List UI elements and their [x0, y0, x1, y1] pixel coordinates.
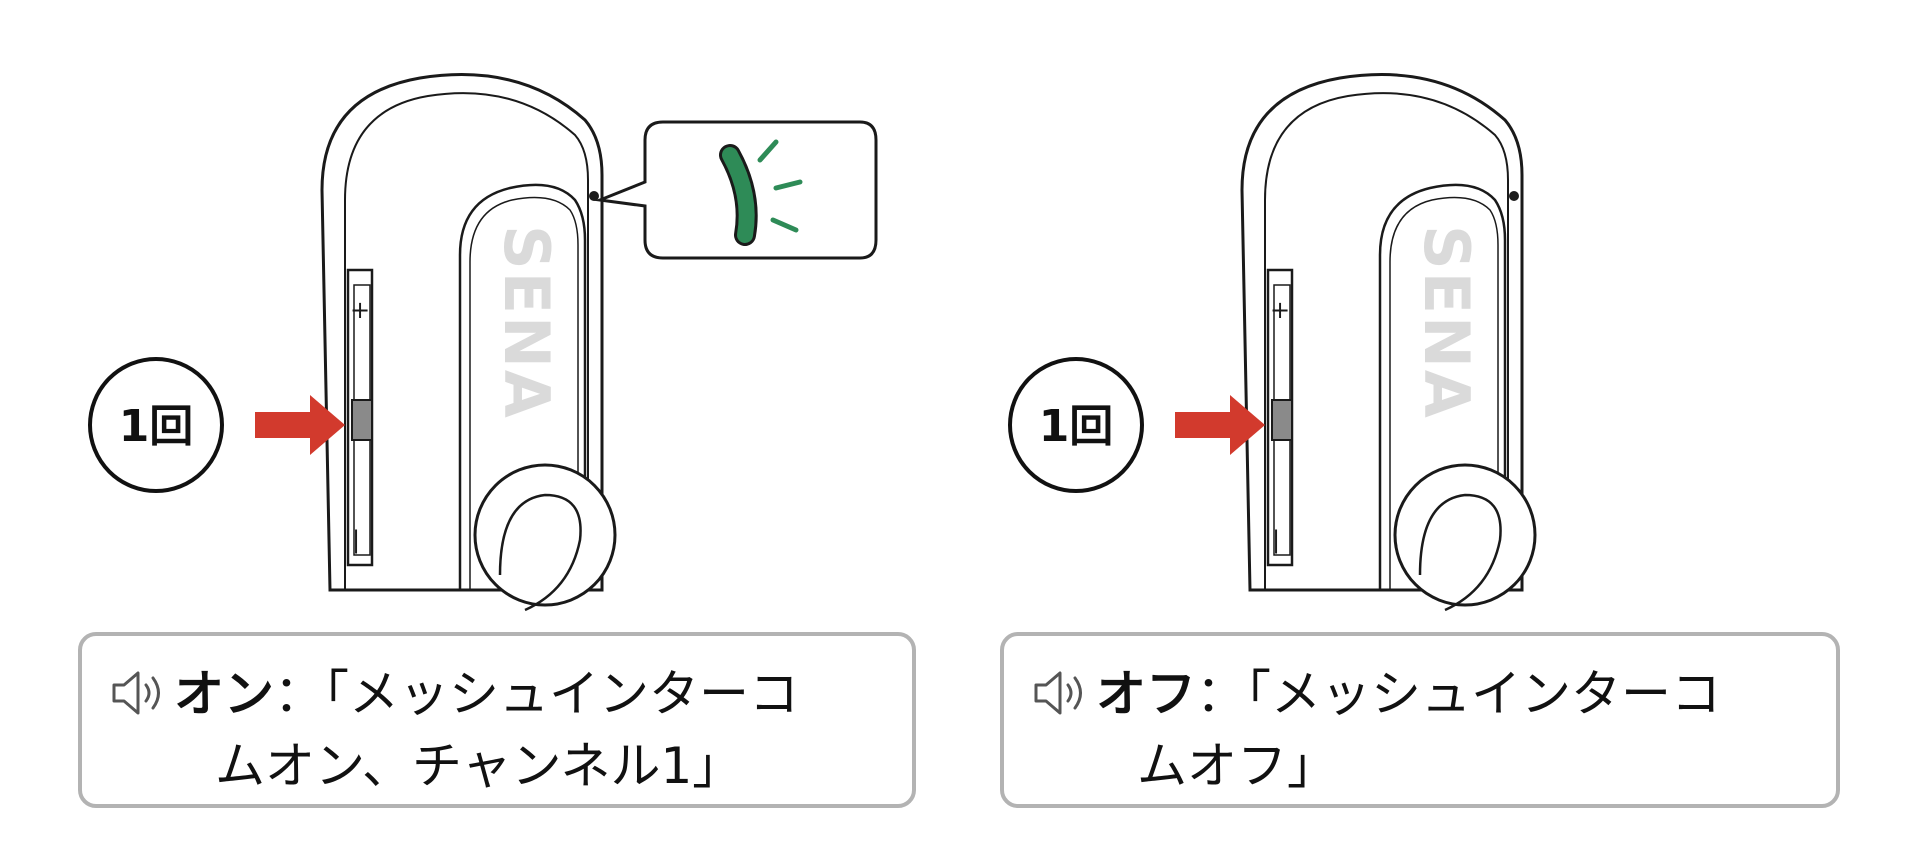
led-light-icon: [722, 147, 755, 243]
press-count-label: 1回: [1039, 401, 1114, 452]
announcement-state: オン: [174, 665, 274, 723]
center-button: [1271, 399, 1293, 441]
device-body: [320, 73, 617, 612]
speaker-icon: [110, 669, 168, 717]
svg-text:|: |: [352, 526, 360, 554]
svg-text:|: |: [1272, 526, 1280, 554]
announcement-separator: ：: [274, 665, 324, 723]
panel-mesh-off: + | SENA 1回 オフ：「メッシュインターコ ムオフ」: [920, 0, 1880, 850]
press-count-label: 1回: [119, 401, 194, 452]
device-body: [1240, 73, 1537, 612]
center-button: [351, 399, 373, 441]
announcement-line2: ムオン、チャンネル1」: [215, 737, 743, 795]
press-count-badge: 1回: [88, 357, 224, 493]
announcement-state: オフ: [1096, 665, 1196, 723]
led-callout: [594, 120, 878, 260]
announcement-line2: ムオフ」: [1137, 737, 1337, 795]
press-count-badge: 1回: [1008, 357, 1144, 493]
announcement-box-on: オン：「メッシュインターコ ムオン、チャンネル1」: [78, 632, 916, 808]
press-arrow-icon: [1175, 395, 1265, 455]
device-illustration-on: + | SENA 1回: [88, 73, 878, 612]
announcement-line1: 「メッシュインターコ: [1246, 665, 1721, 723]
announcement-text-off: オフ：「メッシュインターコ ムオフ」: [1032, 658, 1721, 802]
panel-mesh-on: + | SENA 1回 オン: [78, 73, 916, 808]
svg-text:+: +: [350, 296, 370, 324]
announcement-line1: 「メッシュインターコ: [324, 665, 799, 723]
speaker-icon: [1032, 669, 1090, 717]
brand-logo: SENA: [490, 225, 563, 420]
announcement-separator: ：: [1196, 665, 1246, 723]
brand-logo: SENA: [1410, 225, 1483, 420]
announcement-text-on: オン：「メッシュインターコ ムオン、チャンネル1」: [110, 658, 799, 802]
led-ray-icon: [757, 139, 779, 163]
device-illustration-off: + | SENA 1回: [1008, 73, 1537, 612]
svg-text:+: +: [1270, 296, 1290, 324]
press-arrow-icon: [255, 395, 345, 455]
announcement-box-off: オフ：「メッシュインターコ ムオフ」: [1000, 632, 1840, 808]
